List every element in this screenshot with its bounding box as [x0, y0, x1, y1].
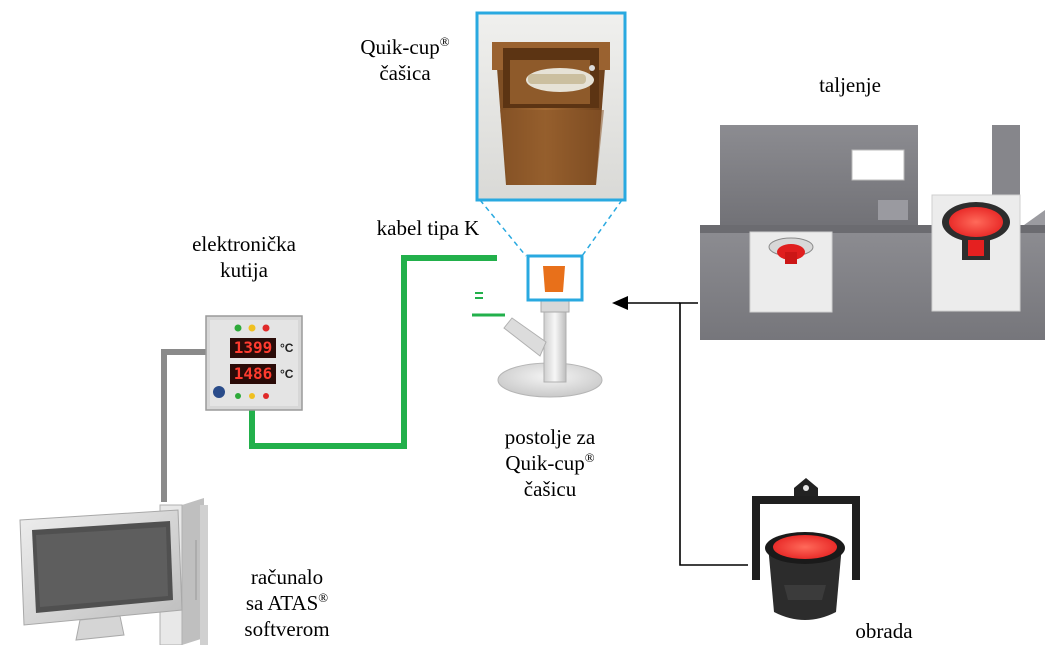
unit-bottom: °C: [280, 367, 294, 381]
computer: [19, 498, 208, 645]
label-quik-cup: Quik-cup® čašica: [360, 34, 450, 85]
electronic-box: 1399 1486 °C °C: [205, 315, 303, 411]
reading-top: 1399: [234, 338, 273, 357]
projection-line-left: [479, 199, 527, 257]
label-taljenje: taljenje: [819, 73, 881, 97]
unit-top: °C: [280, 341, 294, 355]
furnace: [700, 125, 1045, 340]
projection-line-right: [581, 199, 623, 257]
label-kutija: elektronička kutija: [192, 232, 296, 282]
flow-arrowhead: [612, 296, 628, 310]
quik-cup-stand: [497, 254, 603, 398]
label-kabel: kabel tipa K: [376, 216, 480, 240]
reading-bottom: 1486: [234, 364, 273, 383]
stand-connector-mark: [475, 292, 483, 299]
ladle: [752, 478, 860, 620]
cup-highlight-frame: [526, 254, 584, 302]
data-cable: [161, 349, 206, 502]
small-cup-icon: [543, 266, 565, 292]
label-obrada: obrada: [855, 619, 913, 643]
label-racunalo: računalo sa ATAS® softverom: [244, 565, 330, 641]
label-postolje: postolje za Quik-cup® čašicu: [504, 425, 596, 501]
type-k-cable: [249, 255, 497, 449]
quik-cup-photo: [475, 11, 627, 202]
process-flow-line: [679, 302, 748, 566]
